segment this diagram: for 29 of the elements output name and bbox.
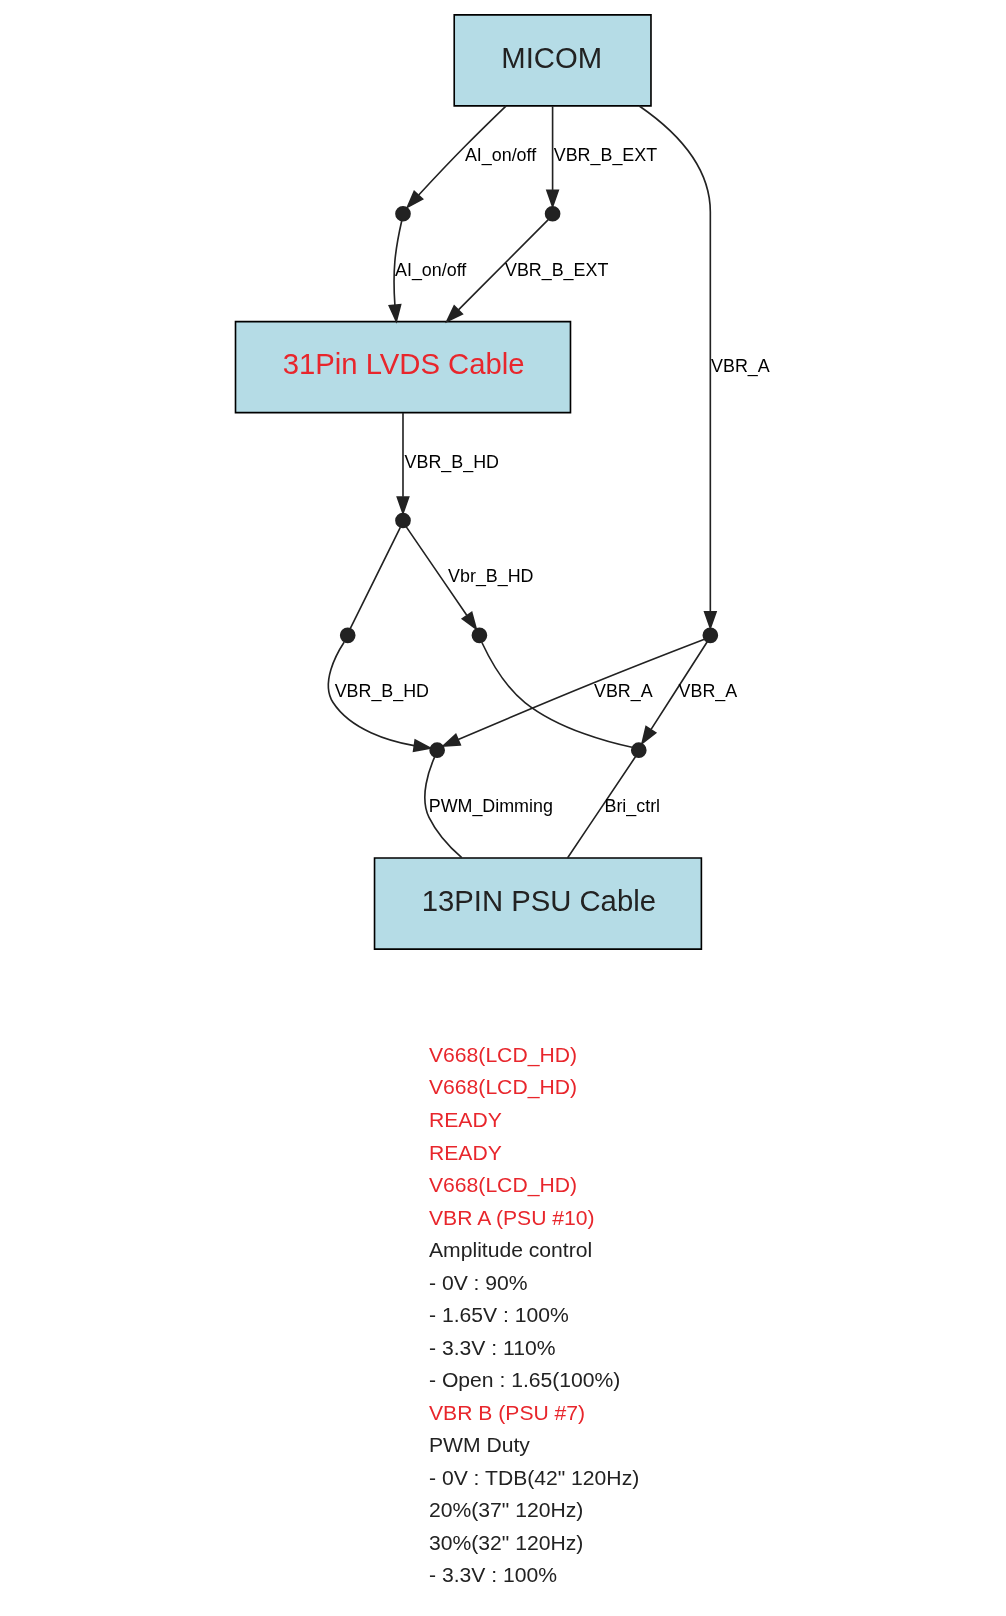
label: - 0V : 90%: [429, 1270, 528, 1294]
edge-label: PWM_Dimming: [428, 796, 553, 817]
label: - 3.3V : 110%: [429, 1335, 556, 1359]
edge-label: VBR_A: [594, 681, 653, 702]
label: - Open : 1.65(100%): [429, 1368, 621, 1392]
label: 20%(37" 120Hz): [429, 1498, 584, 1522]
edge-label: VBR_B_HD: [404, 451, 499, 472]
edge-label: AI_on/off: [395, 259, 467, 280]
edge-label: VBR_B_EXT: [505, 259, 609, 280]
edge-label: VBR_A: [711, 355, 770, 376]
label: - 3.3V : 100%: [429, 1563, 558, 1587]
label: V668(LCD_HD): [429, 1173, 577, 1197]
edge-label: VBR_B_EXT: [553, 144, 658, 165]
edge-label: Bri_ctrl: [604, 796, 661, 817]
label: 30%(32" 120Hz): [429, 1530, 584, 1554]
label: Amplitude control: [429, 1238, 593, 1262]
edge-label: VBR_B_HD: [334, 681, 430, 702]
label: - 0V : TDB(42" 120Hz): [429, 1465, 640, 1489]
edge-label: VBR_A: [678, 681, 738, 702]
label: READY: [429, 1140, 502, 1164]
edge-label: AI_on/off: [464, 144, 537, 165]
label: READY: [429, 1108, 502, 1132]
edge-label: Vbr_B_HD: [448, 566, 534, 587]
label: V668(LCD_HD): [429, 1075, 577, 1099]
label: V668(LCD_HD): [429, 1042, 577, 1066]
label: VBR A (PSU #10): [429, 1205, 595, 1229]
label: VBR B (PSU #7): [429, 1400, 586, 1424]
label: PWM Duty: [429, 1433, 530, 1457]
label: - 1.65V : 100%: [429, 1303, 569, 1327]
